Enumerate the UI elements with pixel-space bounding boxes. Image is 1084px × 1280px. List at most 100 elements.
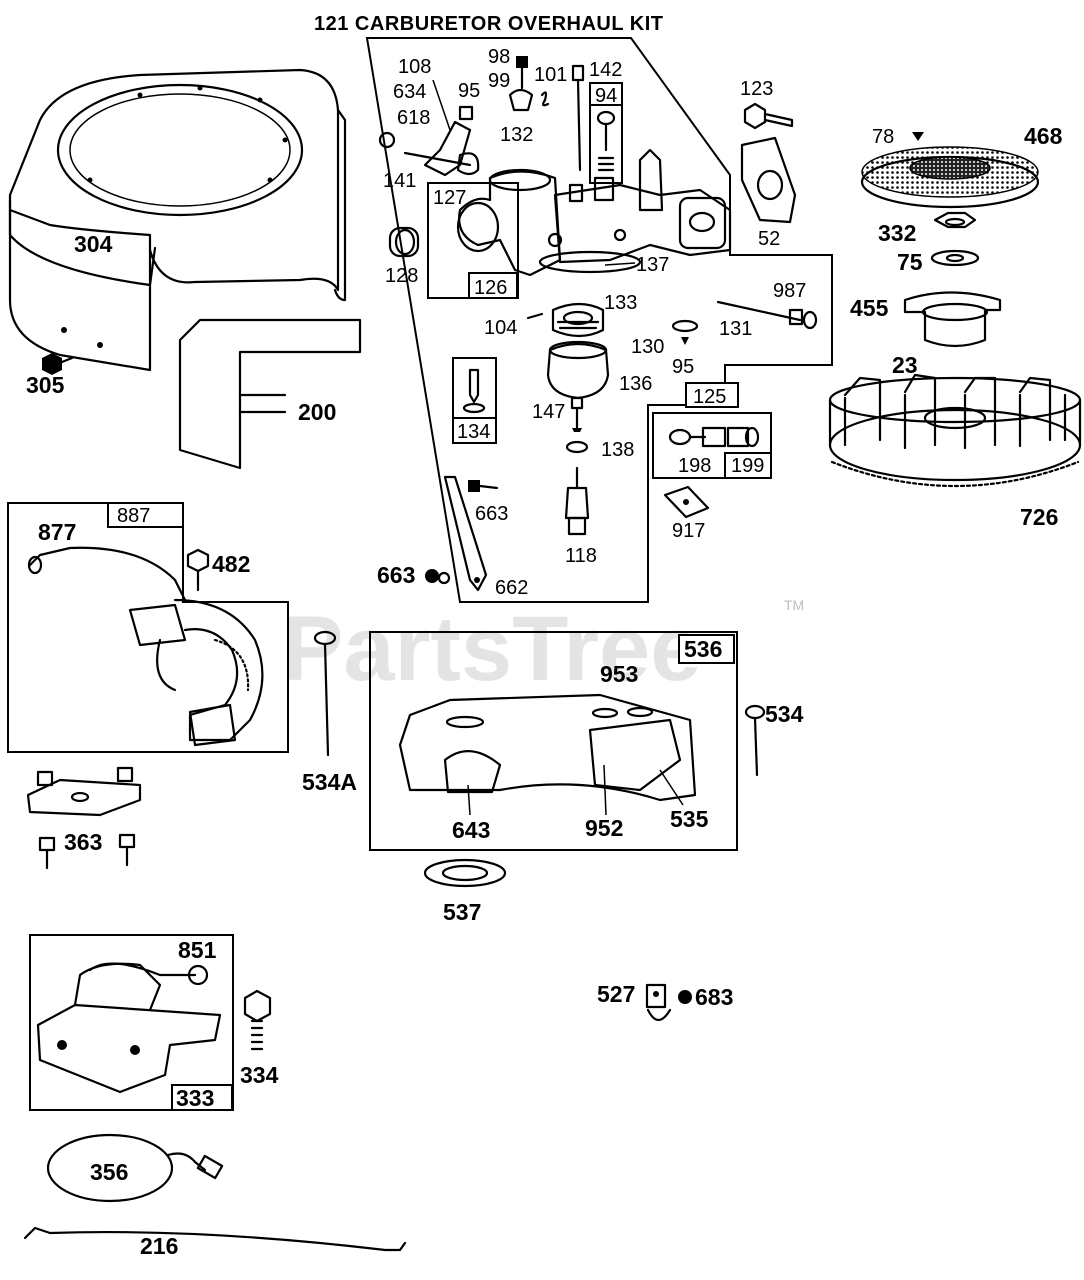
label-123: 123 <box>740 78 773 100</box>
label-52: 52 <box>758 228 780 250</box>
label-142: 142 <box>589 59 622 81</box>
screw-94 <box>596 110 616 172</box>
screw-95b <box>681 337 689 345</box>
screw-305 <box>42 353 74 375</box>
label-133: 133 <box>604 292 637 314</box>
bracket-200 <box>178 318 362 470</box>
label-618: 618 <box>397 107 430 129</box>
label-333: 333 <box>176 1085 214 1111</box>
bowl-nut-118 <box>564 466 590 536</box>
label-953: 953 <box>600 661 638 687</box>
blower-housing-304 <box>8 68 347 372</box>
label-952: 952 <box>585 815 623 841</box>
clamp-527 <box>645 983 672 1022</box>
screw-663a <box>468 480 499 492</box>
screw-98 <box>508 56 534 112</box>
label-536: 536 <box>684 636 722 662</box>
ignition-armature-887 <box>27 546 264 747</box>
fuel-tank-536 <box>398 693 697 802</box>
link-662 <box>443 475 488 592</box>
washer-138 <box>565 440 589 454</box>
washer-75 <box>930 249 980 267</box>
label-851: 851 <box>178 937 217 963</box>
label-663b: 663 <box>377 562 415 588</box>
label-141: 141 <box>383 170 416 192</box>
label-455: 455 <box>850 295 889 321</box>
label-127: 127 <box>433 187 466 209</box>
nut-663b <box>425 569 451 585</box>
wire-harness-356 <box>46 1133 224 1203</box>
label-126: 126 <box>474 277 507 299</box>
screw-482 <box>186 548 210 592</box>
label-137: 137 <box>636 254 669 276</box>
bushing-128 <box>388 226 420 258</box>
carburetor-body <box>456 148 732 277</box>
label-534: 534 <box>765 701 804 727</box>
gasket-52 <box>740 136 797 224</box>
label-95a: 95 <box>458 80 480 102</box>
label-118: 118 <box>565 545 597 567</box>
label-662: 662 <box>495 577 528 599</box>
label-537: 537 <box>443 899 481 925</box>
label-200: 200 <box>298 399 336 425</box>
label-917: 917 <box>672 520 705 542</box>
label-987: 987 <box>773 280 806 302</box>
box-126 <box>468 272 518 299</box>
label-877: 877 <box>38 519 76 545</box>
carburetor-kit-frame <box>365 37 833 603</box>
label-147: 147 <box>532 401 565 423</box>
label-98: 98 <box>488 46 510 68</box>
label-468: 468 <box>1024 123 1063 149</box>
label-305: 305 <box>26 372 65 398</box>
label-99: 99 <box>488 70 510 92</box>
bolt-123 <box>743 102 794 130</box>
float-bowl-136 <box>546 340 610 400</box>
label-534a: 534A <box>302 769 357 795</box>
label-130: 130 <box>631 336 664 358</box>
nut-332 <box>933 211 977 229</box>
label-199: 199 <box>731 455 764 477</box>
starter-cup-455 <box>903 291 1002 348</box>
label-643: 643 <box>452 817 490 843</box>
inlet-needle-134 <box>462 368 486 414</box>
label-887: 887 <box>117 505 150 527</box>
label-332: 332 <box>878 220 916 246</box>
bolt-334 <box>243 989 272 1051</box>
label-634: 634 <box>393 81 426 103</box>
label-334: 334 <box>240 1062 279 1088</box>
throttle-lever-634 <box>423 79 472 177</box>
label-134: 134 <box>457 421 490 443</box>
label-356: 356 <box>90 1159 128 1185</box>
label-94: 94 <box>595 85 617 107</box>
throttle-shaft-141 <box>403 151 480 176</box>
label-726: 726 <box>1020 504 1058 530</box>
screw-95a <box>458 105 474 121</box>
choke-shaft-131 <box>716 300 818 330</box>
box-536 <box>369 631 738 851</box>
label-95b: 95 <box>672 356 694 378</box>
label-75: 75 <box>897 249 923 275</box>
clip-917 <box>663 485 710 519</box>
label-663a: 663 <box>475 503 508 525</box>
label-363: 363 <box>64 829 102 855</box>
label-78: 78 <box>872 126 894 148</box>
box-125 <box>685 382 739 408</box>
screw-683 <box>678 990 692 1004</box>
label-108: 108 <box>398 56 431 78</box>
clip-618 <box>378 131 396 149</box>
spring-101 <box>540 91 550 107</box>
label-104: 104 <box>484 317 517 339</box>
screw-534 <box>744 704 766 777</box>
air-filter-468 <box>860 146 1040 209</box>
label-138: 138 <box>601 439 634 461</box>
label-128: 128 <box>385 265 418 287</box>
watermark-tm: TM <box>784 597 804 613</box>
label-198: 198 <box>678 455 711 477</box>
float-133 <box>551 302 605 338</box>
fuel-fitting-198 <box>668 426 760 448</box>
link-216 <box>23 1226 407 1252</box>
nozzle-147 <box>570 396 584 432</box>
label-131: 131 <box>719 318 752 340</box>
label-535: 535 <box>670 806 709 832</box>
